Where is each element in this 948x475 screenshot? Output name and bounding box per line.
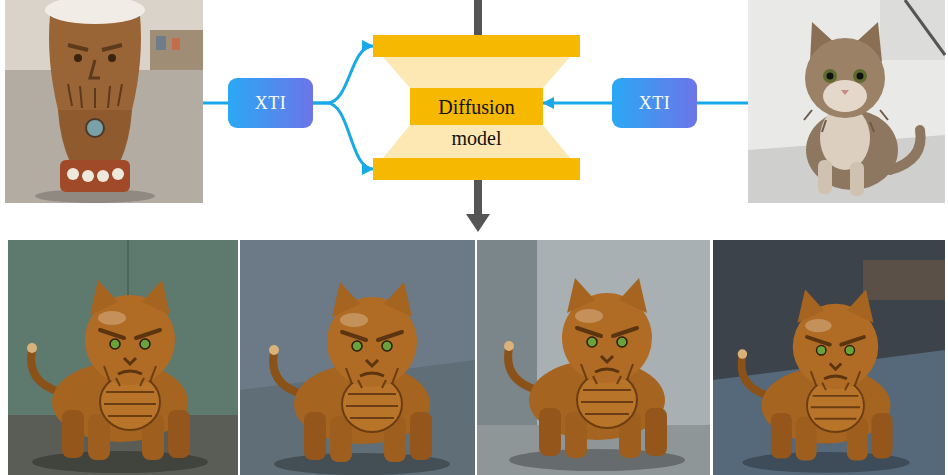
mug-photo — [5, 0, 203, 203]
toy-cat — [27, 280, 208, 473]
arrow-connector — [543, 103, 612, 104]
muzzle — [823, 80, 867, 112]
method-box: XTI — [228, 78, 313, 128]
eye — [108, 54, 116, 62]
nose — [90, 60, 100, 78]
input-line — [203, 102, 229, 105]
fur — [804, 110, 888, 132]
output-shaft — [474, 180, 482, 216]
eye — [853, 69, 867, 83]
pupil — [827, 73, 834, 80]
carpet — [5, 0, 203, 203]
input-bar — [474, 0, 482, 35]
skull — [112, 168, 124, 180]
mug-head — [49, 15, 141, 110]
result-image — [240, 240, 475, 475]
wall — [748, 0, 945, 203]
eye — [74, 54, 82, 62]
skull — [97, 170, 109, 182]
connectors — [313, 46, 612, 169]
decoder-bar — [373, 158, 580, 180]
result-image — [8, 240, 238, 475]
leg — [850, 162, 864, 196]
input-line — [696, 102, 748, 105]
kitten-photo — [748, 0, 945, 203]
brows — [68, 45, 122, 50]
shelf-item — [172, 38, 180, 50]
result-image — [477, 240, 710, 475]
nose — [841, 90, 849, 95]
eye — [823, 69, 837, 83]
method-box: XTI — [612, 78, 697, 128]
result-image — [713, 240, 945, 475]
toy-cat — [269, 282, 450, 475]
pupil — [857, 73, 864, 80]
method-label: XTI — [255, 93, 287, 114]
arrow-path — [313, 46, 373, 103]
toy-cat — [504, 278, 685, 471]
model-hourglass: Diffusion model — [373, 35, 580, 180]
head — [805, 38, 885, 118]
amulet — [86, 119, 104, 137]
mug-body — [58, 110, 132, 162]
method-label: XTI — [639, 93, 671, 114]
wall — [477, 240, 710, 475]
toy-cat — [738, 290, 910, 473]
wall — [240, 240, 475, 475]
shelf — [863, 260, 945, 300]
mug-cap — [45, 0, 145, 24]
arrow-path — [313, 103, 373, 169]
leg — [818, 160, 832, 194]
skull — [82, 170, 94, 182]
hourglass-fill — [383, 57, 570, 158]
wall — [713, 240, 945, 475]
arrow-connector — [313, 46, 373, 169]
skull — [67, 168, 79, 180]
shelf-item — [156, 36, 166, 50]
rail — [905, 0, 945, 55]
step — [880, 0, 945, 60]
encoder-bar — [373, 35, 580, 57]
output-head — [466, 214, 490, 232]
mug-base — [60, 160, 130, 192]
model-label: Diffusion model — [422, 92, 532, 154]
wall — [8, 240, 238, 475]
shelf — [150, 30, 203, 70]
beard — [68, 84, 122, 108]
arrow-path — [543, 102, 612, 105]
